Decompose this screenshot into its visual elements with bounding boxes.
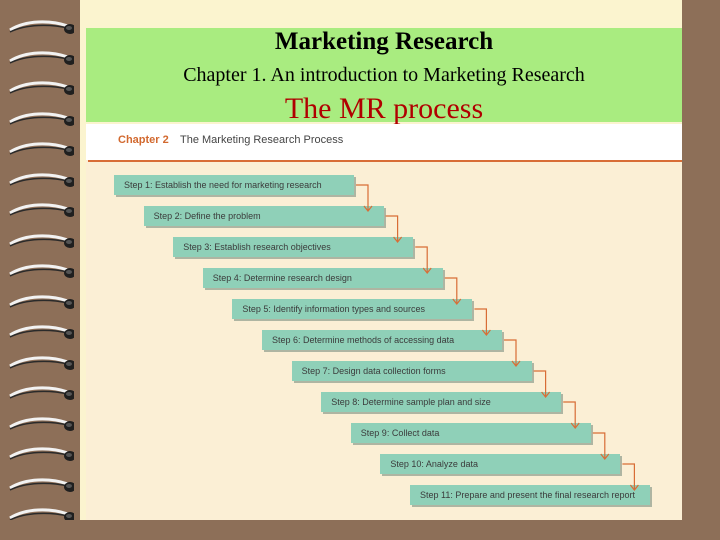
process-step: Step 11: Prepare and present the final r… [410, 485, 650, 505]
process-step: Step 7: Design data collection forms [292, 361, 532, 381]
process-step: Step 2: Define the problem [144, 206, 384, 226]
spiral-ring-icon [6, 354, 74, 376]
spiral-ring-icon [6, 171, 74, 193]
spiral-binding [0, 0, 80, 540]
spiral-ring-icon [6, 262, 74, 284]
slide-subtitle: Chapter 1. An introduction to Marketing … [86, 64, 682, 87]
spiral-ring-icon [6, 415, 74, 437]
process-step: Step 8: Determine sample plan and size [321, 392, 561, 412]
process-step: Step 9: Collect data [351, 423, 591, 443]
process-step: Step 5: Identify information types and s… [232, 299, 472, 319]
spiral-ring-icon [6, 110, 74, 132]
slide-title: Marketing Research [86, 28, 682, 56]
process-step: Step 1: Establish the need for marketing… [114, 175, 354, 195]
spiral-ring-icon [6, 384, 74, 406]
spiral-ring-icon [6, 476, 74, 498]
process-step: Step 3: Establish research objectives [173, 237, 413, 257]
spiral-ring-icon [6, 140, 74, 162]
slide-heading: The MR process [86, 92, 682, 126]
chapter-title: The Marketing Research Process [180, 134, 343, 146]
right-border [682, 0, 720, 540]
spiral-ring-icon [6, 323, 74, 345]
process-step: Step 6: Determine methods of accessing d… [262, 330, 502, 350]
process-step: Step 10: Analyze data [380, 454, 620, 474]
figure-divider [88, 160, 682, 162]
bottom-border [0, 520, 720, 540]
spiral-ring-icon [6, 293, 74, 315]
spiral-ring-icon [6, 18, 74, 40]
spiral-ring-icon [6, 232, 74, 254]
process-step: Step 4: Determine research design [203, 268, 443, 288]
spiral-ring-icon [6, 201, 74, 223]
figure-topbar [86, 124, 682, 160]
chapter-label: Chapter 2 [118, 134, 169, 146]
spiral-ring-icon [6, 445, 74, 467]
spiral-ring-icon [6, 79, 74, 101]
spiral-ring-icon [6, 49, 74, 71]
